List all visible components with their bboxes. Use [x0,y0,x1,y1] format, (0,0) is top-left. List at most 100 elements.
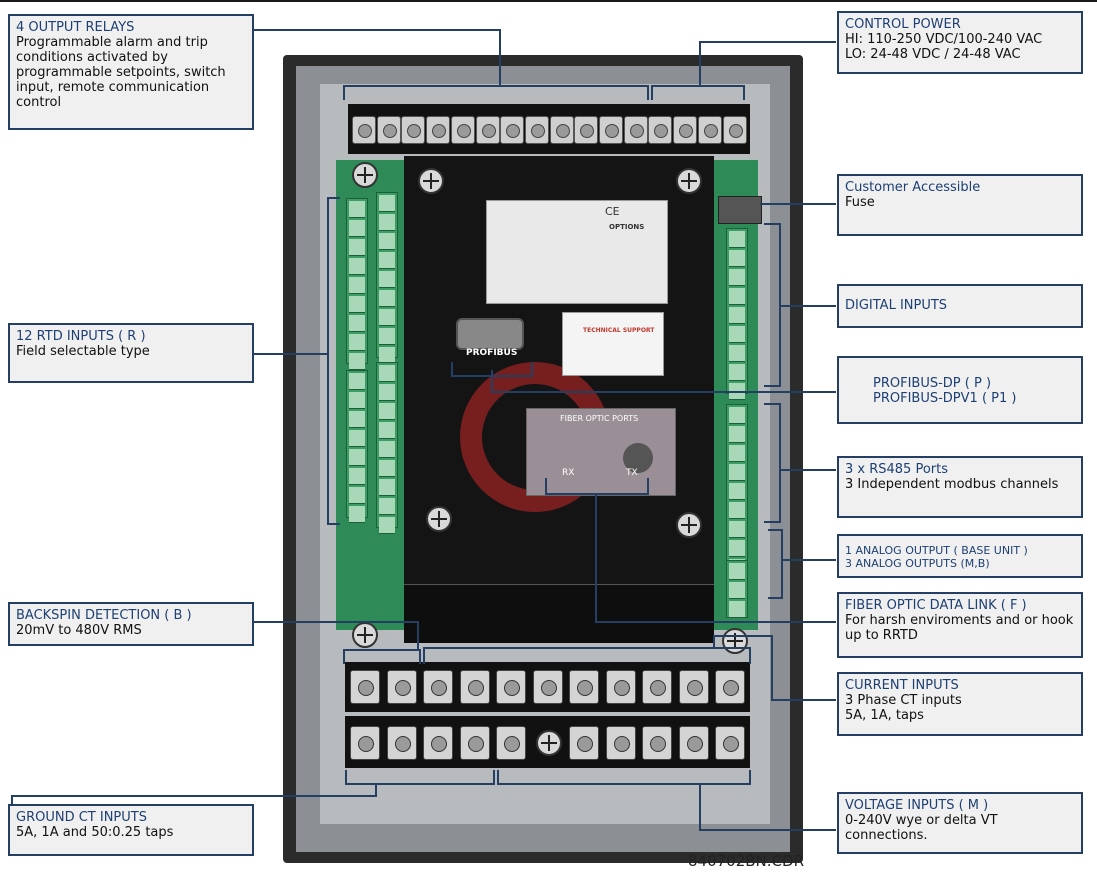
terminal-cell [379,252,395,269]
terminal-screw [459,726,490,760]
terminal-screw [722,116,747,144]
terminal-screw [401,116,426,144]
mounting-screw [418,168,444,194]
terminal-cell [349,487,365,504]
terminal-cell [349,468,365,485]
mounting-screw [676,168,702,194]
terminal-screw [715,670,745,704]
terminal-cell [379,195,395,212]
terminal-cell [349,392,365,409]
callout-profibus: PROFIBUS-DP ( P ) PROFIBUS-DPV1 ( P1 ) [837,356,1083,424]
mounting-screw [676,512,702,538]
terminal-cell [349,430,365,447]
terminal-cell [349,201,365,218]
terminal-screw [423,726,453,760]
mounting-screw [352,162,378,188]
terminal-screw [642,726,672,760]
terminal-screw [426,116,451,144]
terminal-cell [379,517,395,534]
fiber-optic-port-area [526,408,676,496]
terminal-cell [729,563,745,580]
terminal-cell [729,464,745,481]
terminal-cell [349,334,365,351]
callout-ground-ct: GROUND CT INPUTS 5A, 1A and 50:0.25 taps [8,804,254,856]
terminal-block [726,228,748,400]
callout-analog-output: 1 ANALOG OUTPUT ( BASE UNIT ) 3 ANALOG O… [837,534,1083,578]
backspin-title: BACKSPIN DETECTION ( B ) [16,608,192,623]
terminal-cell [379,422,395,439]
terminal-screw [423,670,453,704]
callout-current-inputs: CURRENT INPUTS 3 Phase CT inputs 5A, 1A,… [837,672,1083,736]
fiber-optic-ports-label: FIBER OPTIC PORTS [560,414,639,423]
output-relays-body: Programmable alarm and trip conditions a… [16,35,226,110]
terminal-screw [569,670,599,704]
terminal-designation-table [404,584,714,643]
terminal-cell [349,353,365,370]
terminal-screw [450,116,475,144]
terminal-screw [648,116,673,144]
tech-support-card: TECHNICAL SUPPORT [562,312,664,376]
current-inputs-title: CURRENT INPUTS [845,678,959,693]
terminal-screw [549,116,574,144]
terminal-cell [349,411,365,428]
rtd-inputs-body: Field selectable type [16,344,150,359]
profibus-line2: PROFIBUS-DPV1 ( P1 ) [873,391,1017,406]
terminal-screw [496,726,526,760]
mounting-screw [536,730,562,756]
profibus-connector-label: PROFIBUS [466,348,518,358]
terminal-cell [379,233,395,250]
terminal-screw [599,116,623,144]
fiber-optic-title: FIBER OPTIC DATA LINK ( F ) [845,598,1027,613]
voltage-inputs-title: VOLTAGE INPUTS ( M ) [845,798,989,813]
fuse-title: Customer Accessible [845,180,981,195]
terminal-cell [379,384,395,401]
tx-port [623,443,653,473]
terminal-cell [379,365,395,382]
analog-output-line2: 3 ANALOG OUTPUTS (M,B) [845,557,990,570]
terminal-screw [350,670,380,704]
callout-digital-inputs: DIGITAL INPUTS [837,284,1083,328]
current-inputs-line1: 3 Phase CT inputs [845,693,962,708]
rs485-title: 3 x RS485 Ports [845,462,949,477]
terminal-cell [379,498,395,515]
terminal-cell [729,307,745,324]
terminal-block [376,362,398,534]
rtd-inputs-title: 12 RTD INPUTS ( R ) [16,329,146,344]
terminal-screw [500,116,525,144]
callout-control-power: CONTROL POWER HI: 110-250 VDC/100-240 VA… [837,11,1083,74]
terminal-block [346,370,368,523]
current-inputs-line2: 5A, 1A, taps [845,708,924,723]
terminal-cell [729,326,745,343]
terminal-cell [729,582,745,599]
terminal-screw [475,116,500,144]
options-label: OPTIONS [609,223,645,231]
terminal-cell [349,373,365,390]
terminal-screw [574,116,599,144]
terminal-cell [379,328,395,345]
terminal-block [346,198,368,370]
terminal-screw [459,670,490,704]
mounting-screw [426,506,452,532]
terminal-screw [673,116,698,144]
top-rule [0,0,1097,2]
terminal-cell [729,364,745,381]
terminal-cell [729,231,745,248]
terminal-screw [678,670,709,704]
callout-rs485: 3 x RS485 Ports 3 Independent modbus cha… [837,456,1083,518]
terminal-cell [379,479,395,496]
terminal-cell [729,269,745,286]
terminal-screw [678,726,709,760]
callout-fuse: Customer Accessible Fuse [837,174,1083,236]
control-power-title: CONTROL POWER [845,17,961,32]
terminal-cell [349,506,365,523]
terminal-cell [349,315,365,332]
profibus-line1: PROFIBUS-DP ( P ) [873,376,992,391]
tx-label: TX [626,468,638,478]
callout-backspin: BACKSPIN DETECTION ( B ) 20mV to 480V RM… [8,602,254,646]
control-power-line1: HI: 110-250 VDC/100-240 VAC [845,32,1043,47]
ground-ct-title: GROUND CT INPUTS [16,810,147,825]
terminal-cell [729,502,745,519]
fuse-body: Fuse [845,195,875,210]
callout-voltage-inputs: VOLTAGE INPUTS ( M ) 0-240V wye or delta… [837,792,1083,854]
